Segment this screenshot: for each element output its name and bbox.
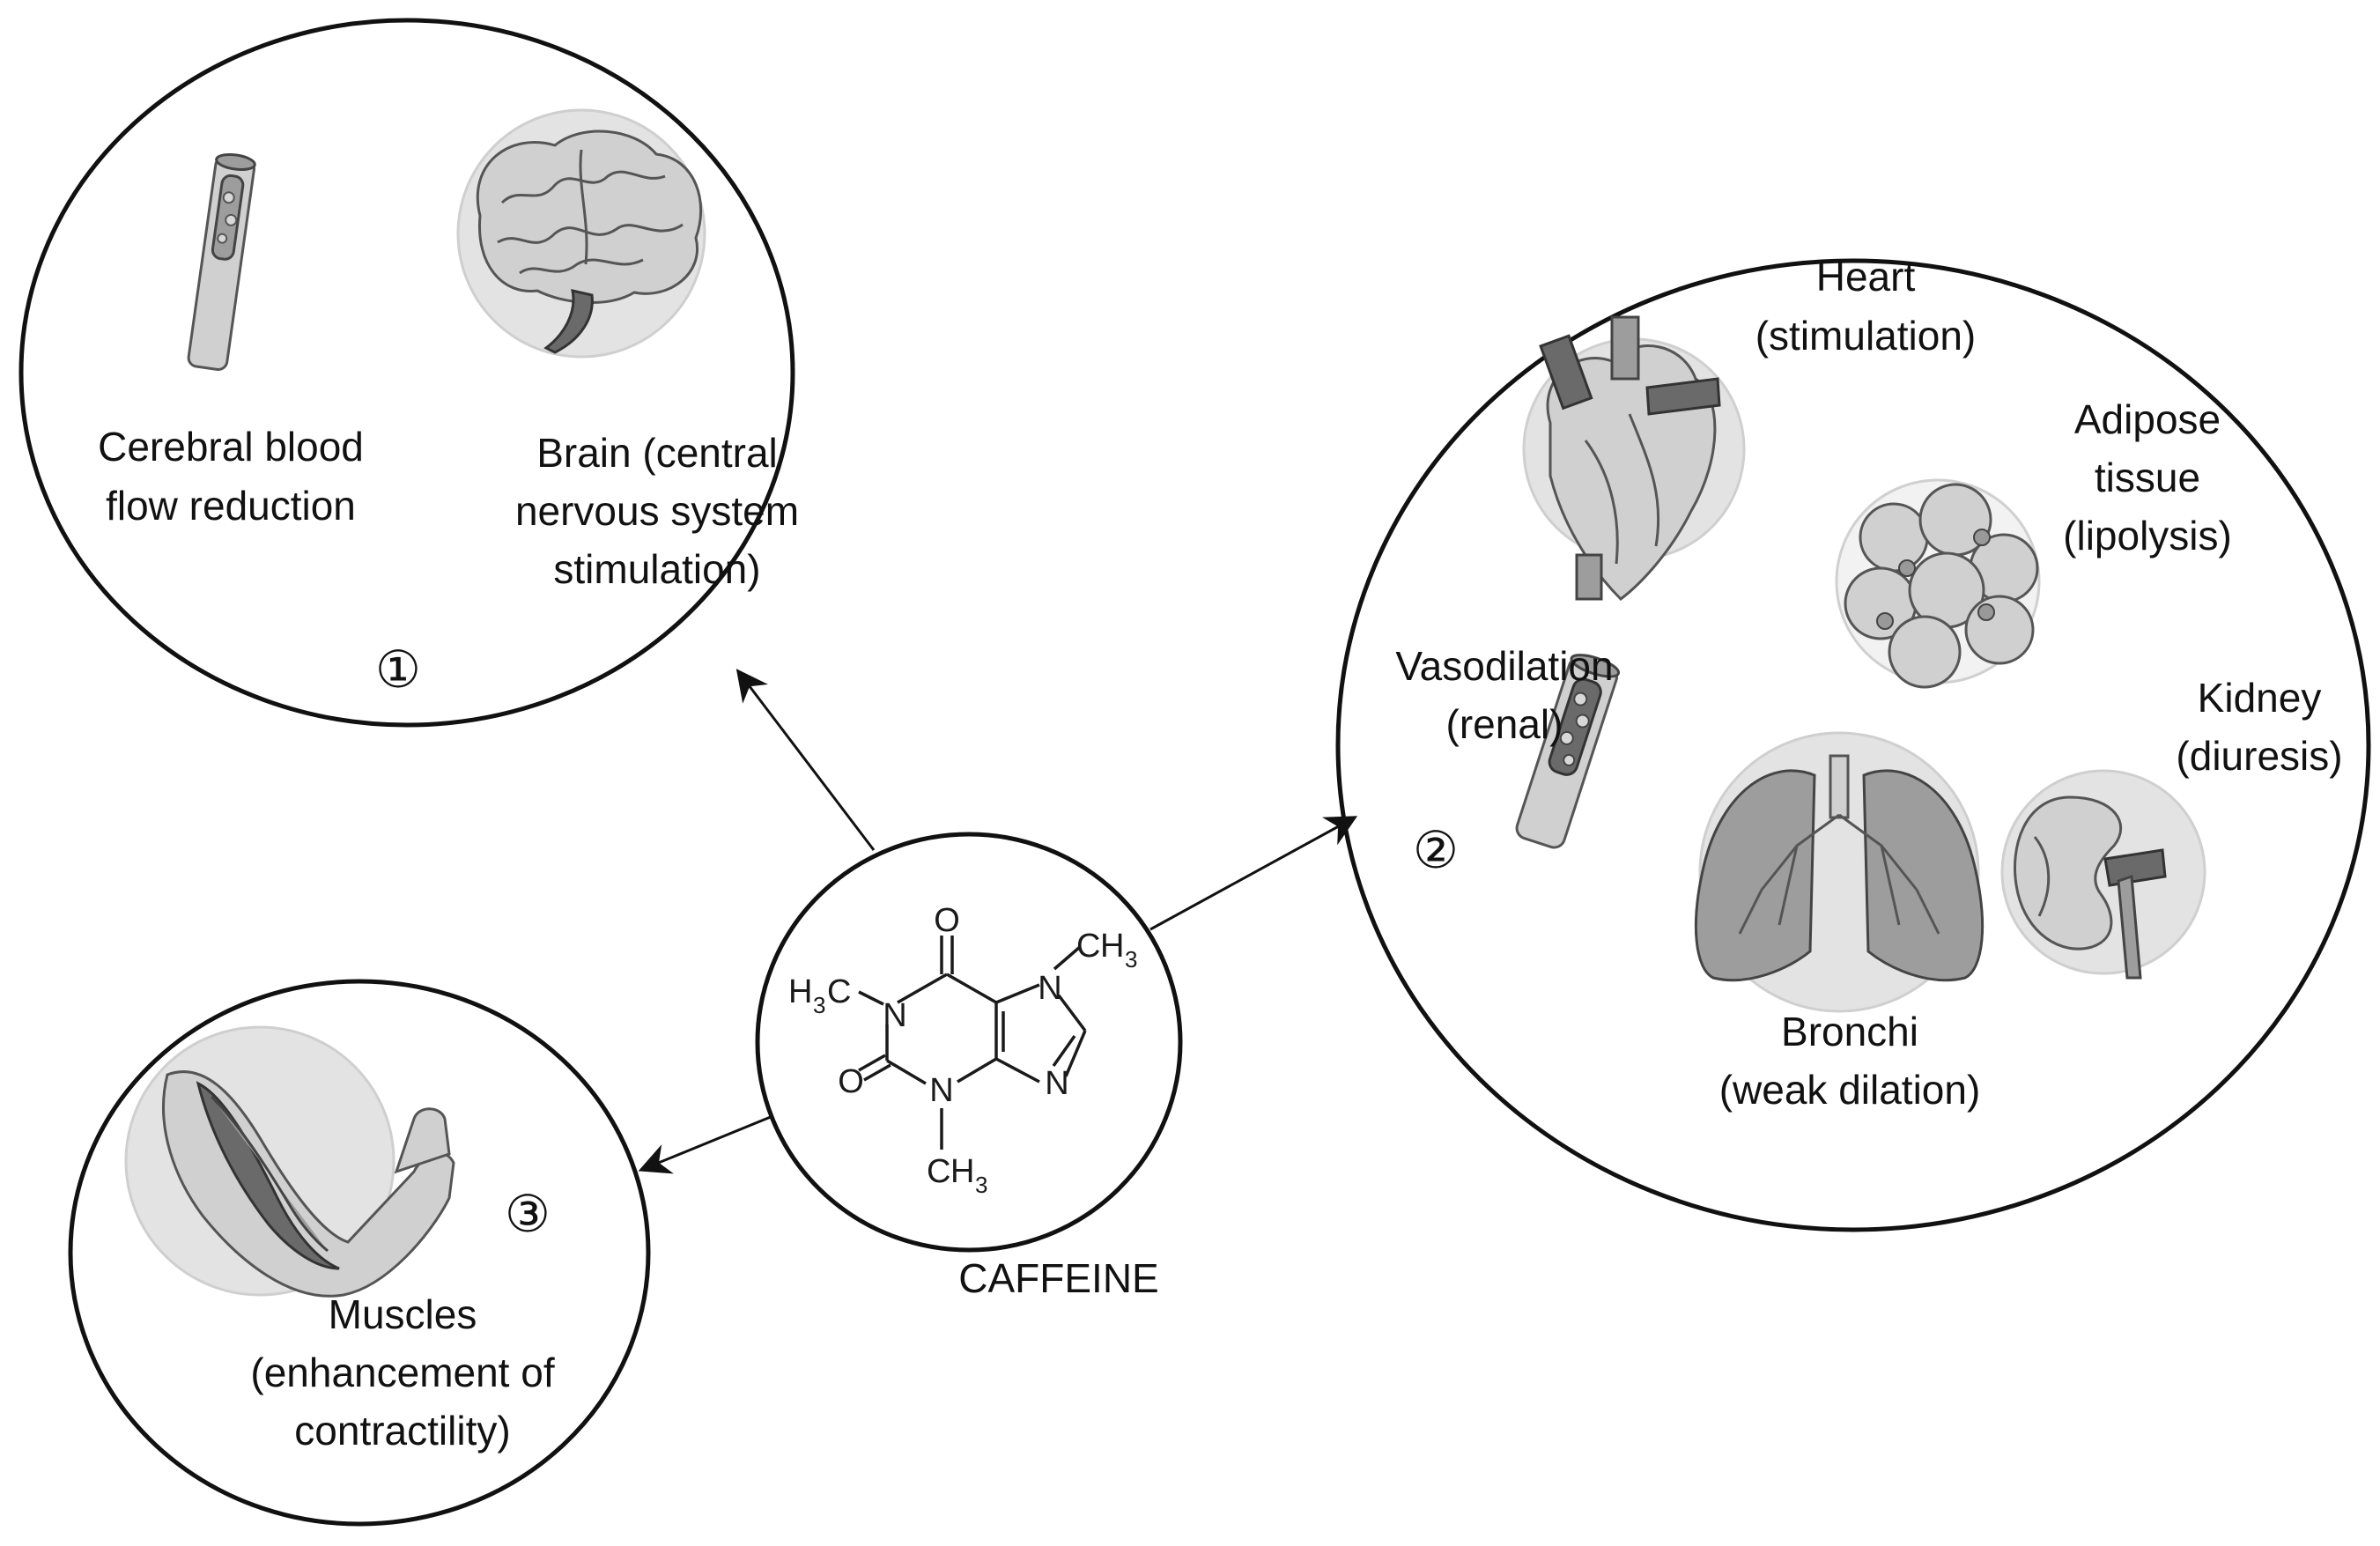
methyl-left: H 3 C (788, 973, 851, 1018)
atom-nitrogen-3: N (929, 1072, 953, 1109)
lungs-icon (1694, 731, 1985, 1013)
heart-label: Heart (stimulation) (1755, 254, 1977, 359)
group-2-circle: Heart (stimulation) Adipose tissue (lipo… (1335, 254, 2371, 1232)
kidney-line-2: (diuresis) (2176, 733, 2342, 779)
muscles-label: Muscles (enhancement of contractility) (250, 1291, 554, 1454)
group-1-circle: Cerebral blood flow reduction Brain (cen… (18, 18, 799, 728)
heart-icon (1522, 315, 1746, 601)
muscle-arm-icon (124, 1025, 455, 1298)
caffeine-label: CAFFEINE (958, 1255, 1158, 1301)
muscles-line-2: (enhancement of (250, 1350, 554, 1395)
atom-nitrogen-1: N (883, 997, 906, 1034)
atom-nitrogen-7: N (1038, 970, 1061, 1007)
cerebral-blood-flow-label: Cerebral blood flow reduction (98, 424, 364, 529)
group-3-circle: Muscles (enhancement of contractility) ③ (68, 979, 651, 1527)
atom-nitrogen-9: N (1045, 1065, 1068, 1102)
arrow-to-group-3 (638, 1111, 782, 1174)
vasodilation-line-2: (renal) (1446, 701, 1563, 747)
arrow-to-group-1 (735, 669, 876, 851)
heart-line-2: (stimulation) (1755, 313, 1977, 359)
group-2-number: ② (1413, 820, 1459, 880)
caffeine-structure (858, 936, 1087, 1150)
methyl-bottom-h: H (950, 1153, 974, 1190)
caffeine-circle: O O N N N N H 3 C C H 3 C H 3 (755, 832, 1183, 1253)
methyl-top-h: H (1100, 928, 1124, 965)
adipose-tissue-icon (1835, 478, 2041, 689)
blood-vessel-icon (187, 152, 256, 371)
brain-line-3: stimulation) (553, 546, 760, 592)
heart-line-1: Heart (1816, 254, 1916, 300)
kidney-label: Kidney (diuresis) (2176, 675, 2342, 779)
bronchi-line-1: Bronchi (1781, 1009, 1918, 1054)
group-3-number: ③ (505, 1184, 551, 1244)
methyl-left-h: H (788, 973, 812, 1010)
methyl-left-c: C (827, 973, 851, 1010)
muscles-line-3: contractility) (294, 1408, 510, 1454)
brain-line-1: Brain (central (536, 430, 778, 476)
atom-oxygen-left: O (838, 1063, 864, 1100)
bronchi-line-2: (weak dilation) (1719, 1067, 1981, 1113)
atom-oxygen-top: O (934, 902, 960, 939)
muscles-line-1: Muscles (329, 1291, 477, 1337)
cerebral-blood-flow-line-1: Cerebral blood (98, 424, 364, 470)
arrow-to-group-2 (1149, 816, 1358, 931)
kidney-line-1: Kidney (2198, 675, 2322, 721)
adipose-label: Adipose tissue (lipolysis) (2063, 396, 2232, 558)
cerebral-blood-flow-line-2: flow reduction (106, 483, 356, 529)
methyl-bottom-c: C (927, 1153, 950, 1190)
brain-icon (456, 108, 706, 359)
methyl-top-c: C (1076, 928, 1100, 965)
adipose-line-3: (lipolysis) (2063, 513, 2232, 558)
bronchi-label: Bronchi (weak dilation) (1719, 1009, 1981, 1113)
brain-label: Brain (central nervous system stimulatio… (515, 430, 799, 592)
vasodilation-line-1: Vasodilation (1395, 643, 1613, 689)
methyl-top-sub: 3 (1125, 946, 1137, 973)
methyl-left-sub: 3 (813, 992, 825, 1018)
vasodilation-label: Vasodilation (renal) (1395, 643, 1613, 747)
methyl-bottom: C H 3 (927, 1153, 987, 1198)
methyl-top: C H 3 (1076, 928, 1137, 973)
adipose-line-1: Adipose (2074, 396, 2221, 442)
renal-vessel-icon (1515, 654, 1621, 849)
adipose-line-2: tissue (2095, 455, 2200, 500)
methyl-bottom-sub: 3 (975, 1172, 987, 1198)
brain-line-2: nervous system (515, 488, 799, 534)
group-1-number: ① (375, 640, 421, 699)
kidney-icon (2000, 769, 2206, 980)
